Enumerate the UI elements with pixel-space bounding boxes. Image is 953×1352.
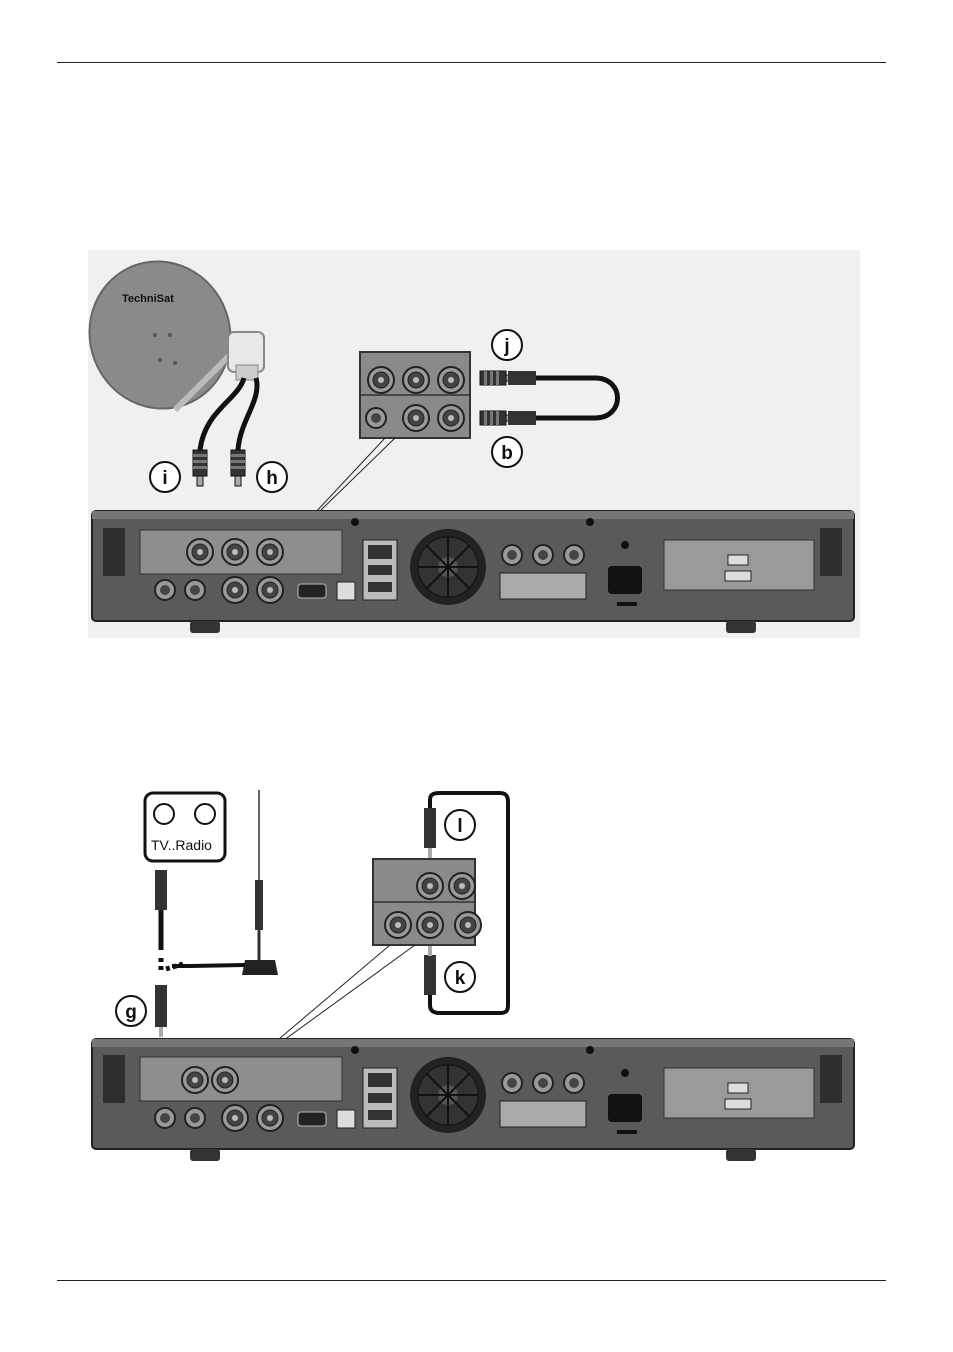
label-k: k	[445, 962, 475, 992]
label-h: h	[257, 462, 287, 492]
svg-text:j: j	[503, 336, 509, 357]
receiver-rear-panel-1	[92, 511, 854, 633]
wall-socket-label: TV..Radio	[151, 837, 212, 853]
label-g: g	[116, 996, 146, 1026]
svg-text:b: b	[501, 443, 513, 464]
wall-socket-icon: TV..Radio	[145, 793, 225, 861]
label-b: b	[492, 437, 522, 467]
label-i: i	[150, 462, 180, 492]
receiver-rear-panel-2	[92, 1039, 854, 1161]
antenna-cables	[155, 870, 245, 1037]
dish-brand-label: TechniSat	[122, 293, 174, 305]
svg-text:i: i	[162, 468, 167, 489]
label-l: l	[445, 810, 475, 840]
svg-text:g: g	[125, 1002, 137, 1023]
svg-text:h: h	[266, 468, 278, 489]
label-j: j	[492, 330, 522, 360]
svg-text:l: l	[457, 816, 462, 837]
svg-text:k: k	[455, 968, 466, 989]
antenna-icon	[242, 790, 278, 975]
